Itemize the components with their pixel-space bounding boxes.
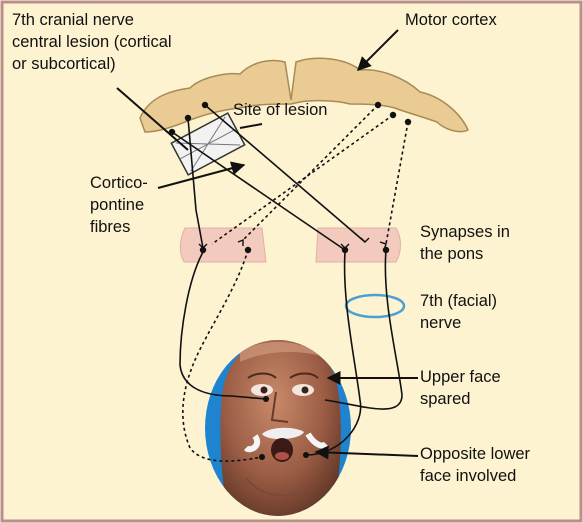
label-corticopontine-2: pontine [90,195,144,216]
face-photo [220,336,340,520]
label-upper-face-2: spared [420,389,470,410]
label-lesion-type-2: central lesion (cortical [12,32,172,53]
label-corticopontine-1: Cortico- [90,173,148,194]
label-lesion-type-1: 7th cranial nerve [12,10,134,31]
label-lesion-type-3: or subcortical) [12,54,116,75]
label-synapses-1: Synapses in [420,222,510,243]
label-site-of-lesion: Site of lesion [233,100,327,121]
label-motor-cortex: Motor cortex [405,10,497,31]
label-lower-face-2: face involved [420,466,516,487]
pons-right [316,228,401,262]
label-lower-face-1: Opposite lower [420,444,530,465]
label-upper-face-1: Upper face [420,367,501,388]
label-synapses-2: the pons [420,244,483,265]
label-facial-nerve-2: nerve [420,313,461,334]
pons-left [180,228,266,262]
label-corticopontine-3: fibres [90,217,130,238]
label-facial-nerve-1: 7th (facial) [420,291,497,312]
